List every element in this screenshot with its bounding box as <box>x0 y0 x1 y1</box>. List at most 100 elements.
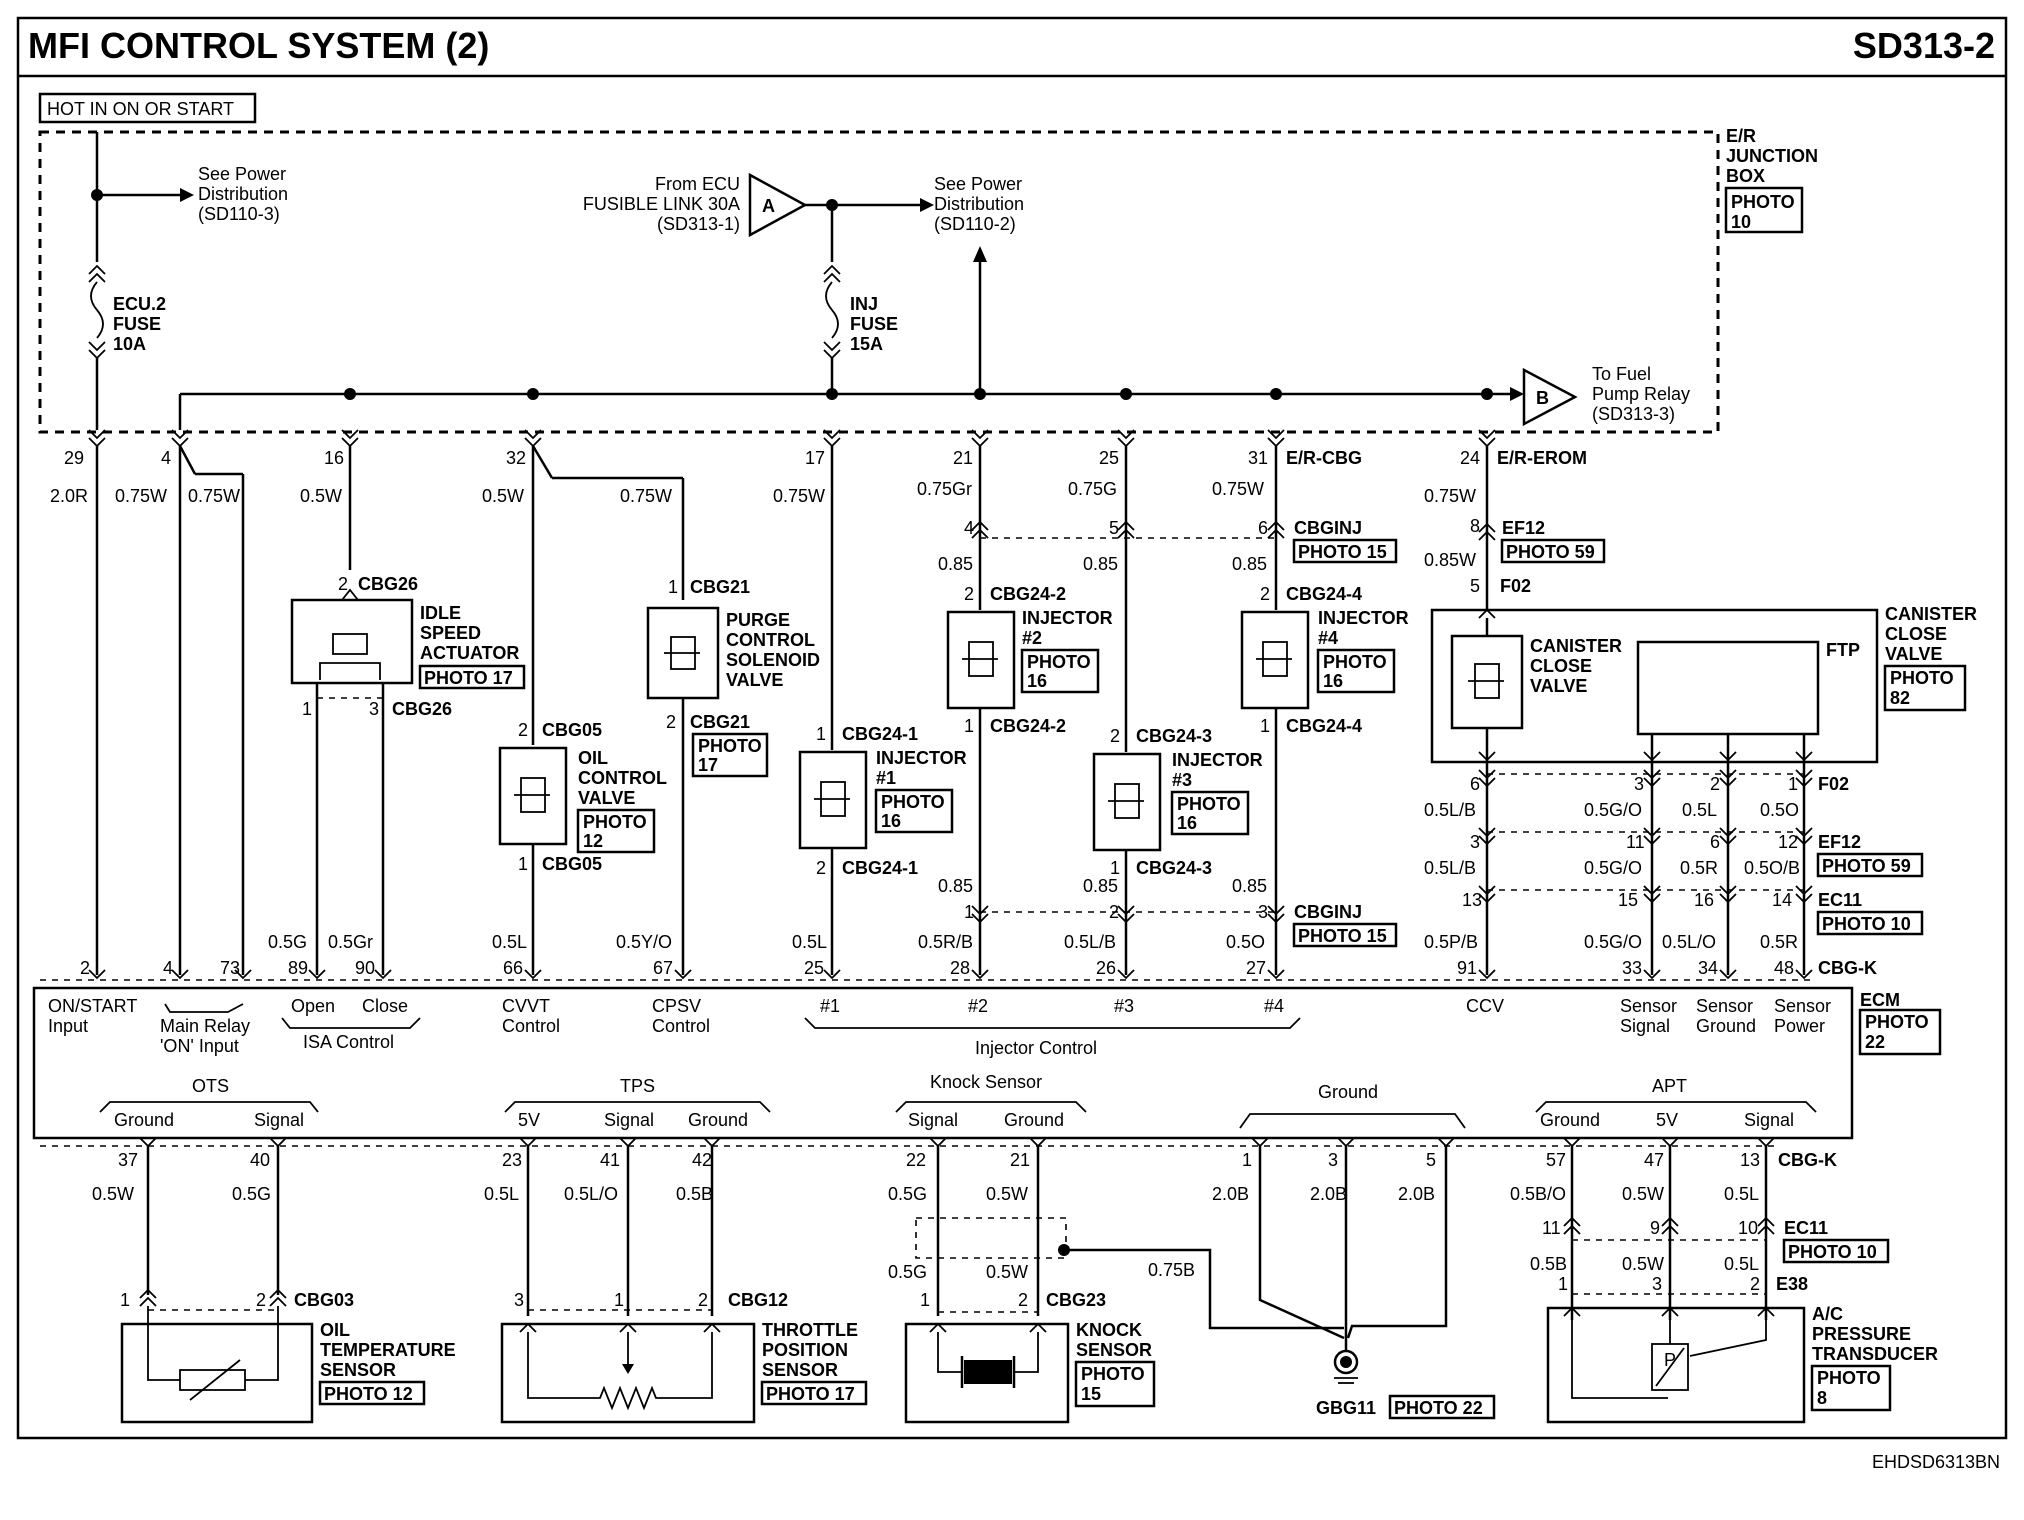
cbginj-top-pin-5: 5 <box>1109 518 1119 538</box>
junction-box-photo-number: 10 <box>1731 212 1751 232</box>
wire-color-ocv: 0.5W <box>482 486 524 506</box>
ecm-bpin-5: 5 <box>1426 1150 1436 1170</box>
purge-photo-number: 17 <box>698 755 718 775</box>
ground-photo: PHOTO 22 <box>1394 1398 1483 1418</box>
apt-title-line-2: PRESSURE <box>1812 1324 1911 1344</box>
ecm-sensor-ground-line-1: Sensor <box>1696 996 1753 1016</box>
ecm-pin-26: 26 <box>1096 958 1116 978</box>
cbginj-top-size-3: 0.85 <box>1232 554 1267 574</box>
ecm-apt-ground: Ground <box>1540 1110 1600 1130</box>
ocv-conn-top: CBG05 <box>542 720 602 740</box>
inj2-pin-top: 2 <box>964 584 974 604</box>
inj4-photo-number: 16 <box>1323 671 1343 691</box>
cbginj-top-pin-4: 4 <box>964 518 974 538</box>
ecm-color-0-5Gr: 0.5Gr <box>328 932 373 952</box>
ecm-color-inj1: 0.5L <box>792 932 827 952</box>
ec11-photo: PHOTO 10 <box>1822 914 1911 934</box>
ecm-close-label: Close <box>362 996 408 1016</box>
ecm-color-sensor-power: 0.5R <box>1760 932 1798 952</box>
ocv-title-line-3: VALVE <box>578 788 635 808</box>
ocv-title-line-1: OIL <box>578 748 608 768</box>
inj-fuse-line-2: FUSE <box>850 314 898 334</box>
cbginj-bot-pin-3: 3 <box>1258 902 1268 922</box>
inj2-conn-top: CBG24-2 <box>990 584 1066 604</box>
injector-1-component <box>798 750 868 850</box>
f02-pin-6: 6 <box>1470 774 1480 794</box>
cbginj-top-label: CBGINJ <box>1294 518 1362 538</box>
inj2-pin-bot: 1 <box>964 716 974 736</box>
ef12-photo: PHOTO 59 <box>1822 856 1911 876</box>
inj3-photo-label: PHOTO <box>1177 794 1241 814</box>
isa-pin-b2: 3 <box>369 699 379 719</box>
apt-ec11-pin-10: 10 <box>1738 1218 1758 1238</box>
tps-pin-1: 1 <box>614 1290 624 1310</box>
pressure-p-icon: P <box>1664 1350 1676 1370</box>
ac-pressure-transducer-component <box>1546 1306 1806 1424</box>
inj4-conn-bot: CBG24-4 <box>1286 716 1362 736</box>
isa-title-line-3: ACTUATOR <box>420 643 519 663</box>
cbginj-bot-size-2: 0.85 <box>1083 876 1118 896</box>
inj3-title-line-1: INJECTOR <box>1172 750 1263 770</box>
ecm-cpsv-line-2: Control <box>652 1016 710 1036</box>
ecm-sensor-ground-line-2: Ground <box>1696 1016 1756 1036</box>
apt-e38-label: E38 <box>1776 1274 1808 1294</box>
er-cbg-label: E/R-CBG <box>1286 448 1362 468</box>
ef12-pin-12: 12 <box>1778 832 1798 852</box>
ecm-pin-90: 90 <box>355 958 375 978</box>
inj3-title-line-2: #3 <box>1172 770 1192 790</box>
inj4-pin-bot: 1 <box>1260 716 1270 736</box>
ecm-pin-2: 2 <box>80 958 90 978</box>
inj2-title-line-1: INJECTOR <box>1022 608 1113 628</box>
canister-outer-title-3: VALVE <box>1885 644 1942 664</box>
isa-title-line-2: SPEED <box>420 623 481 643</box>
wire-color-purge: 0.75W <box>620 486 672 506</box>
connector-b-label: B <box>1536 388 1549 408</box>
top-pin-24: 24 <box>1460 448 1480 468</box>
ecm-pin-67: 67 <box>653 958 673 978</box>
top-pin-29: 29 <box>64 448 84 468</box>
diagram-frame <box>16 16 2008 1440</box>
ecm-bpin-47: 47 <box>1644 1150 1664 1170</box>
inj3-conn-bot: CBG24-3 <box>1136 858 1212 878</box>
cbginj-bot-pin-1: 1 <box>964 902 974 922</box>
canister-outer-title-2: CLOSE <box>1885 624 1947 644</box>
ecm-bpin-21: 21 <box>1010 1150 1030 1170</box>
apt-color-signal: 0.5L <box>1724 1254 1759 1274</box>
ecm-pin-27: 27 <box>1246 958 1266 978</box>
ground-label: GBG11 <box>1316 1398 1376 1418</box>
ocv-conn-bot: CBG05 <box>542 854 602 874</box>
ecm-ots-signal: Signal <box>254 1110 304 1130</box>
to-fuel-line-1: To Fuel <box>1592 364 1651 384</box>
top-pin-32: 32 <box>506 448 526 468</box>
wire-color-inj2: 0.75Gr <box>917 479 972 499</box>
apt-title-line-1: A/C <box>1812 1304 1843 1324</box>
apt-color-ground: 0.5B <box>1530 1254 1567 1274</box>
inj2-conn-bot: CBG24-2 <box>990 716 1066 736</box>
connector-a-label: A <box>762 196 775 216</box>
ecu2-fuse-line-1: ECU.2 <box>113 294 166 314</box>
ecm-pin-91: 91 <box>1457 958 1477 978</box>
apt-photo-label: PHOTO <box>1817 1368 1881 1388</box>
ocv-pin-top: 2 <box>518 720 528 740</box>
ecm-bpin-3: 3 <box>1328 1150 1338 1170</box>
ecm-on-start-line-1: ON/START <box>48 996 137 1016</box>
ecm-apt-5v: 5V <box>1656 1110 1678 1130</box>
ecm-connector-bottom: CBG-K <box>1778 1150 1837 1170</box>
from-ecu-line-3: (SD313-1) <box>657 214 740 234</box>
see-power-2-line-2: Distribution <box>934 194 1024 214</box>
ecm-pin-48: 48 <box>1774 958 1794 978</box>
apt-color-5v: 0.5W <box>1622 1254 1664 1274</box>
isa-pin-top: 2 <box>338 574 348 594</box>
inj2-title-line-2: #2 <box>1022 628 1042 648</box>
ecm-injector-control-label: Injector Control <box>975 1038 1097 1058</box>
bcolor-ground-1: 2.0B <box>1212 1184 1249 1204</box>
bcolor-apt-signal: 0.5L <box>1724 1184 1759 1204</box>
ecm-ots-label: OTS <box>192 1076 229 1096</box>
hot-label-box <box>38 92 257 124</box>
cbginj-bot-size-3: 0.85 <box>1232 876 1267 896</box>
ecm-color-cvvt: 0.5L <box>492 932 527 952</box>
f02-pin-2: 2 <box>1710 774 1720 794</box>
ecm-apt-signal: Signal <box>1744 1110 1794 1130</box>
top-pin-4: 4 <box>161 448 171 468</box>
